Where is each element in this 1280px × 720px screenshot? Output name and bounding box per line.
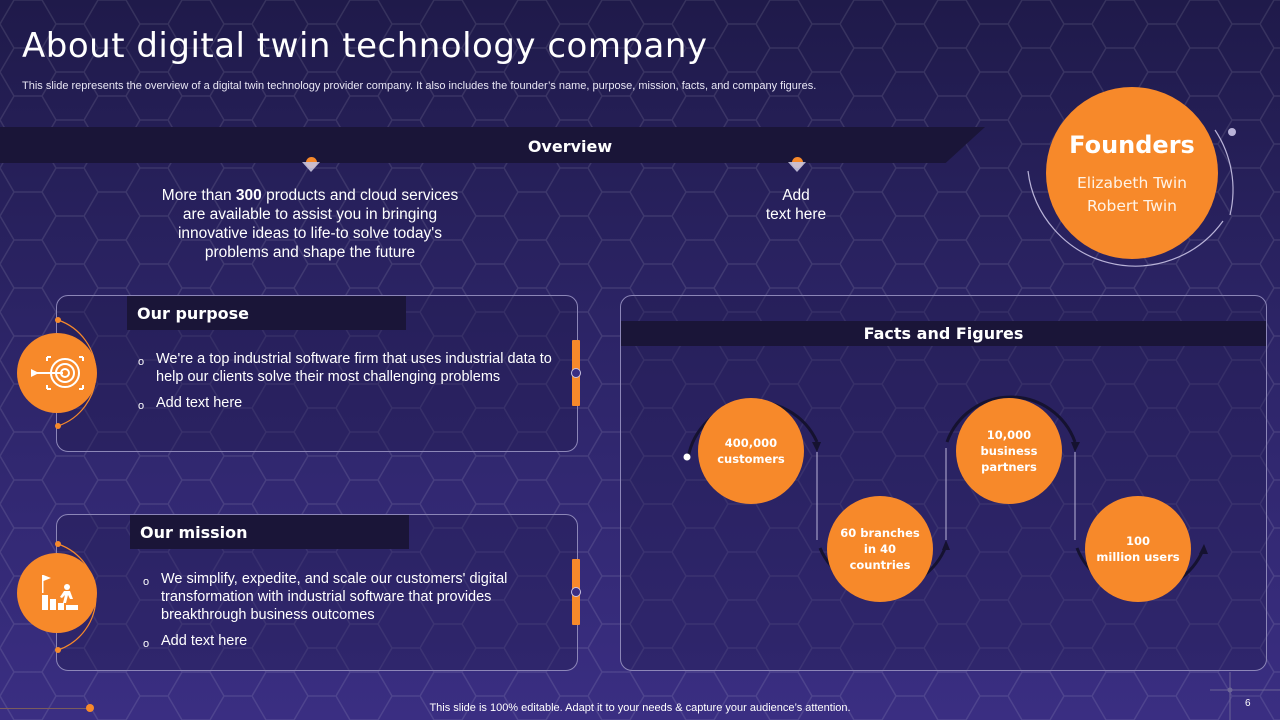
purpose-icon-circle — [17, 333, 97, 413]
overview-left-text: More than 300 products and cloud service… — [161, 187, 459, 261]
pin-marker-right — [787, 157, 807, 177]
slide-title: About digital twin technology company — [22, 26, 708, 66]
purpose-heading: Our purpose — [127, 296, 406, 330]
purpose-accent-knob — [571, 368, 581, 378]
founders-orbit — [1027, 128, 1236, 267]
overview-band — [0, 127, 985, 163]
slide-subtitle: This slide represents the overview of a … — [22, 80, 817, 92]
footer-line — [0, 708, 88, 709]
corner-circuit-decoration — [1210, 672, 1280, 720]
overview-right-text: Add text here — [765, 187, 827, 223]
growth-stairs-icon — [42, 575, 78, 610]
pin-marker-left — [301, 157, 321, 177]
mission-heading: Our mission — [130, 515, 409, 549]
footer-dot — [86, 704, 94, 712]
page-number: 6 — [1245, 698, 1251, 709]
founder-name: Elizabeth Twin — [1077, 174, 1187, 192]
mission-accent-knob — [571, 587, 581, 597]
facts-heading: Facts and Figures — [621, 321, 1266, 346]
founder-name: Robert Twin — [1086, 197, 1178, 215]
target-icon — [31, 356, 84, 390]
mission-icon-circle — [17, 553, 97, 633]
founders-circle: Founders Elizabeth Twin Robert Twin — [1046, 87, 1218, 259]
founders-title: Founders — [1069, 131, 1195, 159]
footer-text: This slide is 100% editable. Adapt it to… — [429, 702, 851, 714]
overview-highlight-number: 300 — [235, 187, 262, 204]
overview-heading: Overview — [527, 137, 613, 156]
